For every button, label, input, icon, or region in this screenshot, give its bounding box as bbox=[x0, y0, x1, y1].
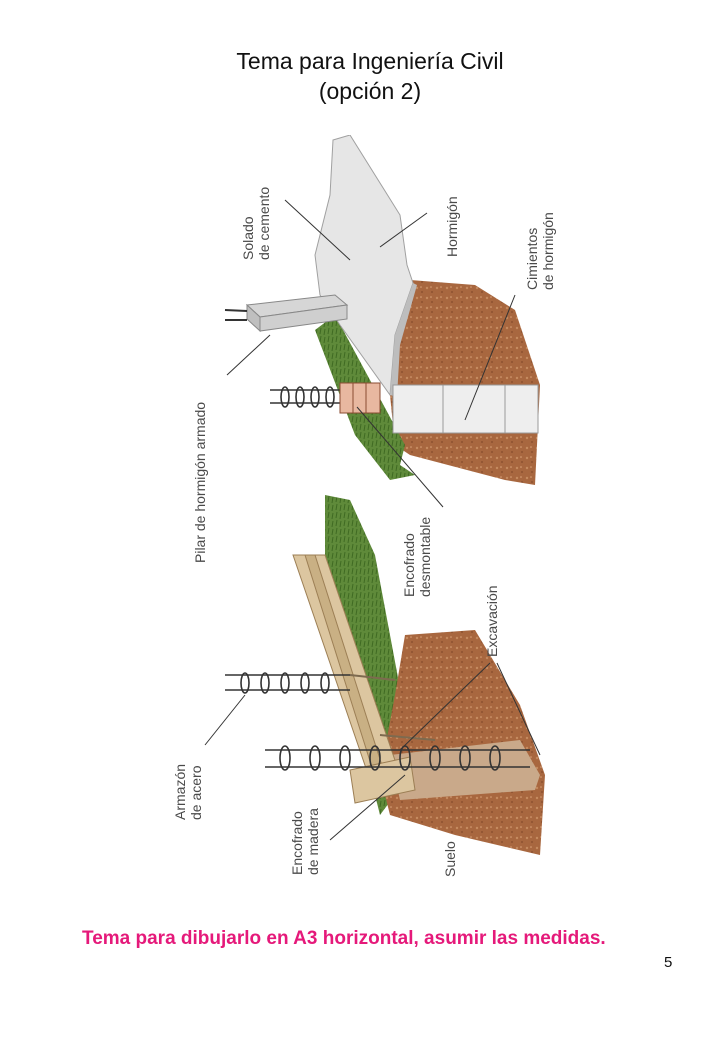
label-encofrado-desmontable: Encofrado bbox=[401, 533, 417, 597]
diagram-labels: Solado de cemento Hormigón Cimientos de … bbox=[175, 187, 556, 877]
lower-steel-cage-main bbox=[265, 745, 530, 771]
page-number: 5 bbox=[664, 954, 673, 971]
label-armazon-line2: de acero bbox=[188, 765, 204, 820]
removable-formwork bbox=[339, 382, 381, 414]
title-line-2: (opción 2) bbox=[318, 78, 422, 104]
slab-edge bbox=[390, 283, 417, 397]
upper-foundation-drawing bbox=[224, 135, 540, 508]
wooden-formwork bbox=[292, 554, 416, 804]
label-armazon: Armazón bbox=[175, 764, 188, 820]
formwork-posts bbox=[349, 674, 436, 741]
label-cimientos-line2: de hormigón bbox=[540, 212, 556, 290]
lower-soil-block bbox=[380, 630, 545, 855]
concrete-footing bbox=[392, 384, 539, 434]
label-solado-line2: de cemento bbox=[256, 187, 272, 260]
lower-steel-cage-upper bbox=[225, 672, 350, 694]
upper-leader-lines bbox=[226, 199, 516, 508]
foundation-illustration: Solado de cemento Hormigón Cimientos de … bbox=[175, 135, 575, 895]
title-line-1: Tema para Ingeniería Civil bbox=[236, 48, 504, 74]
upper-soil-block bbox=[390, 280, 540, 485]
label-solado: Solado bbox=[240, 216, 256, 260]
lower-leader-lines bbox=[204, 662, 541, 841]
label-pilar: Pilar de hormigón armado bbox=[192, 402, 208, 563]
assignment-note: Tema para dibujarlo en A3 horizontal, as… bbox=[82, 928, 606, 949]
label-suelo: Suelo bbox=[442, 841, 458, 877]
label-encofrado-desmontable-line2: desmontable bbox=[417, 517, 433, 597]
label-cimientos: Cimientos bbox=[524, 228, 540, 290]
label-encofrado-madera: Encofrado bbox=[289, 811, 305, 875]
slide-title: Tema para Ingeniería Civil (opción 2) bbox=[0, 46, 720, 106]
label-excavacion: Excavación bbox=[484, 585, 500, 657]
label-hormigon: Hormigón bbox=[444, 196, 460, 257]
lower-excavation-drawing bbox=[204, 495, 545, 855]
foundation-diagram-svg: Solado de cemento Hormigón Cimientos de … bbox=[175, 135, 556, 877]
label-encofrado-madera-line2: de madera bbox=[305, 808, 321, 875]
